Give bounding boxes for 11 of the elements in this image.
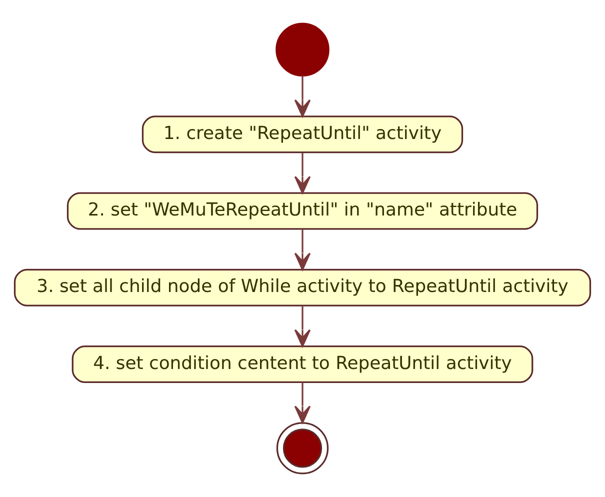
arrow: [294, 153, 311, 194]
node-circle: [276, 22, 330, 76]
node-box: 2. set "WeMuTeRepeatUntil" in "name" attribute: [66, 192, 538, 230]
node-box: 3. set all child node of While activity to RepeatUntil activity: [14, 268, 592, 306]
node-box: 4. set condition centent to RepeatUntil activity: [72, 346, 534, 383]
arrow: [294, 382, 311, 424]
node-bullseye: [276, 422, 329, 474]
arrow: [294, 306, 311, 348]
arrow: [294, 230, 311, 270]
arrow: [294, 76, 311, 118]
node-box: 1. create "RepeatUntil" activity: [142, 116, 464, 154]
